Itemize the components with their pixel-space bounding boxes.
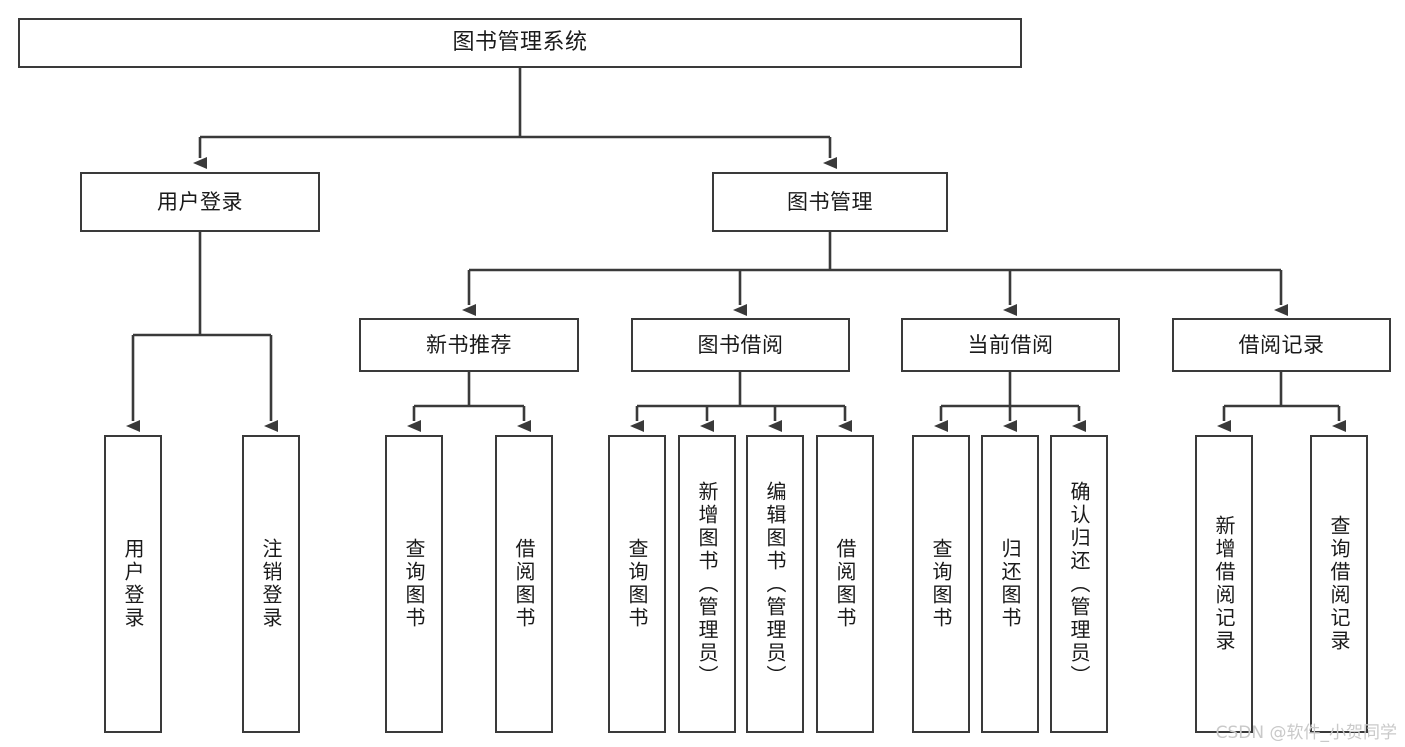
node-current-borrow[interactable]: 当前借阅 <box>901 318 1120 372</box>
node-book-borrow[interactable]: 图书借阅 <box>631 318 850 372</box>
node-root-book-management-system[interactable]: 图书管理系统 <box>18 18 1022 68</box>
leaf-book-borrow-query-book[interactable]: 查询图书 <box>608 435 666 733</box>
node-label: 查询借阅记录 <box>1327 515 1351 653</box>
node-label: 确认归还（管理员） <box>1067 480 1091 688</box>
node-label: 注销登录 <box>259 538 283 630</box>
node-label: 归还图书 <box>998 538 1022 630</box>
leaf-borrow-record-query-record[interactable]: 查询借阅记录 <box>1310 435 1368 733</box>
node-borrow-record[interactable]: 借阅记录 <box>1172 318 1391 372</box>
leaf-borrow-record-add-record[interactable]: 新增借阅记录 <box>1195 435 1253 733</box>
node-label: 借阅图书 <box>833 538 857 630</box>
leaf-user-login-logout[interactable]: 注销登录 <box>242 435 300 733</box>
node-label: 新书推荐 <box>426 332 512 357</box>
leaf-book-borrow-add-book-admin[interactable]: 新增图书（管理员） <box>678 435 736 733</box>
node-label: 图书借阅 <box>697 332 784 357</box>
node-user-login[interactable]: 用户登录 <box>80 172 320 232</box>
node-label: 查询图书 <box>402 538 426 630</box>
node-label: 查询图书 <box>625 538 649 630</box>
node-label: 新增借阅记录 <box>1212 515 1236 653</box>
node-label: 图书管理系统 <box>452 30 588 56</box>
node-book-management[interactable]: 图书管理 <box>712 172 948 232</box>
node-label: 当前借阅 <box>967 332 1054 357</box>
node-label: 新增图书（管理员） <box>695 480 719 688</box>
leaf-current-borrow-confirm-return-admin[interactable]: 确认归还（管理员） <box>1050 435 1108 733</box>
leaf-new-book-borrow-book[interactable]: 借阅图书 <box>495 435 553 733</box>
node-label: 用户登录 <box>121 538 145 630</box>
leaf-user-login-login[interactable]: 用户登录 <box>104 435 162 733</box>
node-label: 图书管理 <box>787 189 873 214</box>
node-label: 编辑图书（管理员） <box>763 480 787 688</box>
leaf-book-borrow-edit-book-admin[interactable]: 编辑图书（管理员） <box>746 435 804 733</box>
leaf-book-borrow-borrow-book[interactable]: 借阅图书 <box>816 435 874 733</box>
node-label: 借阅记录 <box>1238 332 1325 357</box>
watermark: CSDN @软件_小贺同学 <box>1215 723 1397 743</box>
node-new-book-recommend[interactable]: 新书推荐 <box>359 318 579 372</box>
node-label: 用户登录 <box>157 189 243 214</box>
leaf-current-borrow-query-book[interactable]: 查询图书 <box>912 435 970 733</box>
leaf-current-borrow-return-book[interactable]: 归还图书 <box>981 435 1039 733</box>
leaf-new-book-query-book[interactable]: 查询图书 <box>385 435 443 733</box>
node-label: 借阅图书 <box>512 538 536 630</box>
node-label: 查询图书 <box>929 538 953 630</box>
